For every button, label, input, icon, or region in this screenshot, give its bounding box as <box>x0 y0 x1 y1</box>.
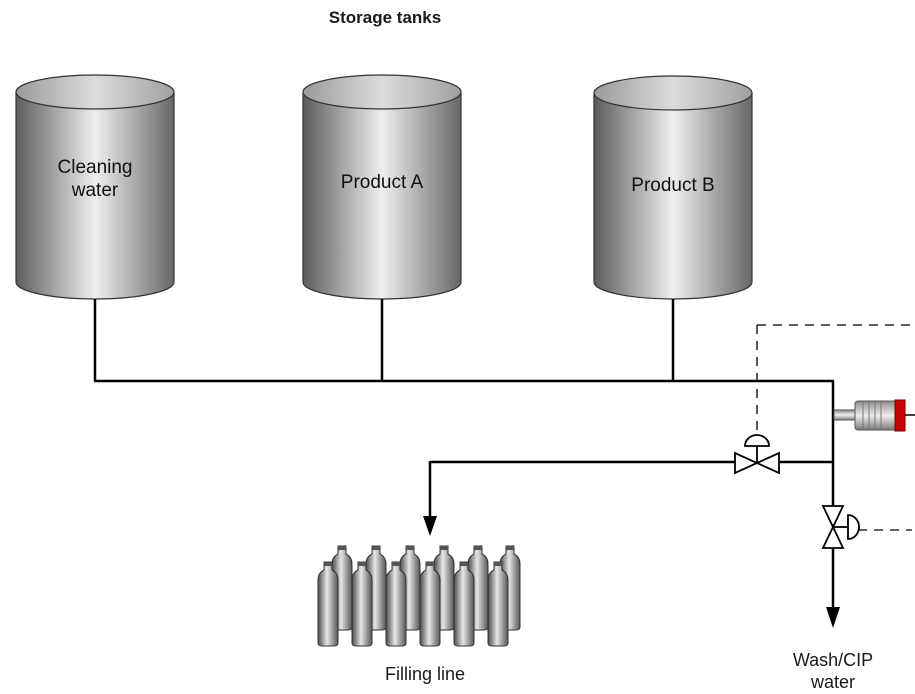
actuator-icon <box>744 434 770 447</box>
wash-cip-label: Wash/CIP water <box>763 650 903 693</box>
signal-lines <box>756 324 912 531</box>
tank-product-b <box>593 75 753 300</box>
piping <box>93 299 835 610</box>
tank-label-line: Product B <box>631 175 715 196</box>
tank-product-a <box>302 74 462 300</box>
tank-cleaning-water <box>15 74 175 300</box>
tank-label-cleaning-water: Cleaning water <box>25 157 165 203</box>
bottle-group <box>317 545 521 647</box>
arrow-icon <box>423 516 437 536</box>
bottle-icon <box>419 561 441 647</box>
valve-icon[interactable] <box>734 434 780 475</box>
tank-label-line: water <box>71 179 119 201</box>
diagram-title: Storage tanks <box>328 8 442 27</box>
tank-label-product-a: Product A <box>302 172 462 195</box>
sensor-icon <box>833 399 915 432</box>
bottle-icon <box>351 561 373 647</box>
bottle-icon <box>385 561 407 647</box>
actuator-icon <box>847 514 860 540</box>
tank-label-product-b: Product B <box>593 175 753 198</box>
tank-label-line: Cleaning <box>57 157 133 178</box>
wash-label-line: water <box>810 671 855 692</box>
filling-line-label: Filling line <box>384 664 466 684</box>
bottle-icon <box>317 561 339 647</box>
valve-icon[interactable] <box>821 505 860 549</box>
arrow-icon <box>826 607 840 628</box>
bottle-icon <box>453 561 475 647</box>
tank-label-line: Product A <box>340 172 424 193</box>
wash-label-line: Wash/CIP <box>792 650 874 670</box>
bottle-icon <box>487 561 509 647</box>
